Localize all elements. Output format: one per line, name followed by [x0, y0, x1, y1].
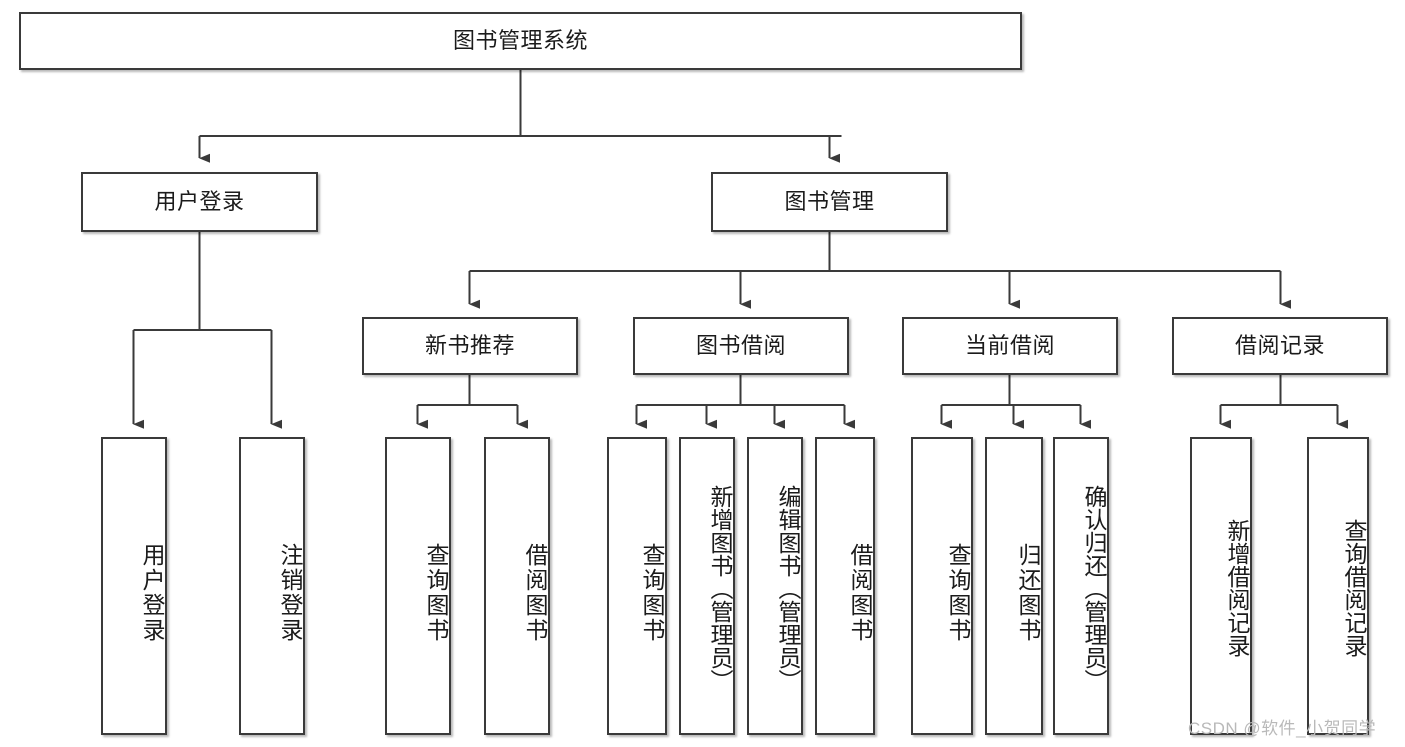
node-leaf-user-logout[interactable]: 注销登录: [239, 437, 305, 735]
node-leaf-edit-book-label: 编辑图书（管理员）: [775, 484, 801, 692]
node-leaf-edit-book[interactable]: 编辑图书（管理员）: [747, 437, 803, 735]
node-book-manage-label: 图书管理: [784, 189, 875, 215]
node-leaf-add-record[interactable]: 新增借阅记录: [1190, 437, 1252, 735]
node-book-borrow[interactable]: 图书借阅: [633, 317, 849, 375]
node-leaf-query-book-3-label: 查询图书: [945, 543, 971, 643]
watermark-text: CSDN @软件_小贺同学: [1188, 719, 1377, 738]
node-leaf-confirm-return[interactable]: 确认归还（管理员）: [1053, 437, 1109, 735]
node-leaf-query-book-1[interactable]: 查询图书: [385, 437, 451, 735]
node-borrow-record[interactable]: 借阅记录: [1172, 317, 1388, 375]
node-leaf-add-book-label: 新增图书（管理员）: [707, 484, 733, 692]
node-leaf-add-book[interactable]: 新增图书（管理员）: [679, 437, 735, 735]
node-leaf-borrow-book-2[interactable]: 借阅图书: [815, 437, 875, 735]
node-leaf-borrow-book-1-label: 借阅图书: [522, 543, 548, 643]
node-user-login[interactable]: 用户登录: [81, 172, 318, 232]
node-new-book-rec[interactable]: 新书推荐: [362, 317, 578, 375]
node-leaf-query-book-2-label: 查询图书: [639, 543, 665, 643]
node-leaf-return-book[interactable]: 归还图书: [985, 437, 1043, 735]
node-new-book-rec-label: 新书推荐: [424, 333, 515, 359]
node-leaf-user-login-label: 用户登录: [139, 543, 165, 643]
node-borrow-record-label: 借阅记录: [1234, 333, 1325, 359]
node-current-borrow-label: 当前借阅: [964, 333, 1055, 359]
node-leaf-borrow-book-2-label: 借阅图书: [847, 543, 873, 643]
node-root-label: 图书管理系统: [452, 28, 588, 54]
node-leaf-confirm-return-label: 确认归还（管理员）: [1081, 484, 1107, 692]
node-current-borrow[interactable]: 当前借阅: [902, 317, 1118, 375]
node-leaf-user-login[interactable]: 用户登录: [101, 437, 167, 735]
node-leaf-add-record-label: 新增借阅记录: [1224, 519, 1250, 657]
node-leaf-query-record[interactable]: 查询借阅记录: [1307, 437, 1369, 735]
node-root[interactable]: 图书管理系统: [19, 12, 1022, 70]
node-leaf-query-book-2[interactable]: 查询图书: [607, 437, 667, 735]
node-book-manage[interactable]: 图书管理: [711, 172, 948, 232]
node-leaf-user-logout-label: 注销登录: [277, 543, 303, 643]
node-leaf-query-record-label: 查询借阅记录: [1341, 519, 1367, 657]
node-leaf-query-book-1-label: 查询图书: [423, 543, 449, 643]
node-leaf-query-book-3[interactable]: 查询图书: [911, 437, 973, 735]
node-user-login-label: 用户登录: [154, 189, 245, 215]
node-book-borrow-label: 图书借阅: [695, 333, 786, 359]
node-leaf-borrow-book-1[interactable]: 借阅图书: [484, 437, 550, 735]
node-leaf-return-book-label: 归还图书: [1015, 543, 1041, 643]
